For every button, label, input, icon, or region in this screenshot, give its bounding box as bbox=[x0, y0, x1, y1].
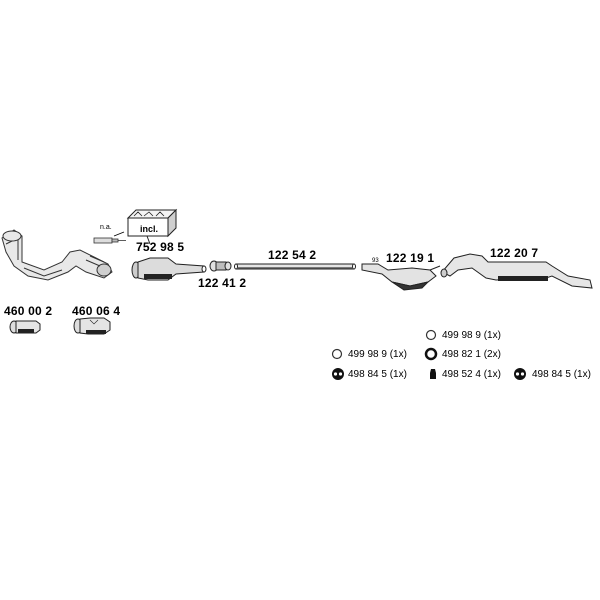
rear-silencer-part[interactable] bbox=[440, 253, 593, 289]
catalyst-460002-part[interactable] bbox=[9, 320, 41, 334]
kit-box-part[interactable] bbox=[126, 208, 178, 245]
kit-part-number[interactable]: 752 98 5 bbox=[136, 240, 185, 254]
middle-pipe-part[interactable] bbox=[234, 263, 356, 270]
manifold-downpipe-part[interactable] bbox=[1, 229, 113, 281]
o-ring-icon bbox=[424, 347, 438, 361]
middle-silencer-part-number[interactable]: 122 19 1 bbox=[386, 251, 435, 265]
sensor-note: n.a. bbox=[100, 224, 112, 231]
catalyst-460002-part-number[interactable]: 460 00 2 bbox=[4, 304, 53, 318]
middle-pipe-part-number[interactable]: 122 54 2 bbox=[268, 248, 317, 262]
hardware-item-label[interactable]: 498 84 5 (1x) bbox=[348, 369, 407, 380]
lambda-sensor-part[interactable] bbox=[93, 231, 126, 244]
hardware-item-label[interactable]: 499 98 9 (1x) bbox=[348, 349, 407, 360]
kit-note: incl. bbox=[140, 224, 159, 234]
hardware-item-label[interactable]: 498 82 1 (2x) bbox=[442, 349, 501, 360]
clamp-ring-icon bbox=[331, 348, 343, 360]
hardware-item-label[interactable]: 498 84 5 (1x) bbox=[532, 369, 591, 380]
rear-silencer-part-number[interactable]: 122 20 7 bbox=[490, 246, 539, 260]
catalyst-460064-part-number[interactable]: 460 06 4 bbox=[72, 304, 121, 318]
flex-pipe-part[interactable] bbox=[209, 260, 232, 272]
rubber-mount-icon bbox=[332, 368, 344, 380]
rubber-mount-icon bbox=[514, 368, 526, 380]
front-catalyst-part[interactable] bbox=[131, 257, 207, 281]
hardware-item-label[interactable]: 498 52 4 (1x) bbox=[442, 369, 501, 380]
catalyst-460064-part[interactable] bbox=[73, 317, 111, 335]
hardware-item-label[interactable]: 499 98 9 (1x) bbox=[442, 330, 501, 341]
rubber-hanger-icon bbox=[430, 369, 436, 379]
clamp-ring-icon bbox=[425, 329, 437, 341]
middle-silencer-part[interactable] bbox=[361, 263, 441, 291]
middle-silencer-mark: 93 bbox=[372, 258, 379, 264]
catalyst-front-part-number[interactable]: 122 41 2 bbox=[198, 276, 247, 290]
